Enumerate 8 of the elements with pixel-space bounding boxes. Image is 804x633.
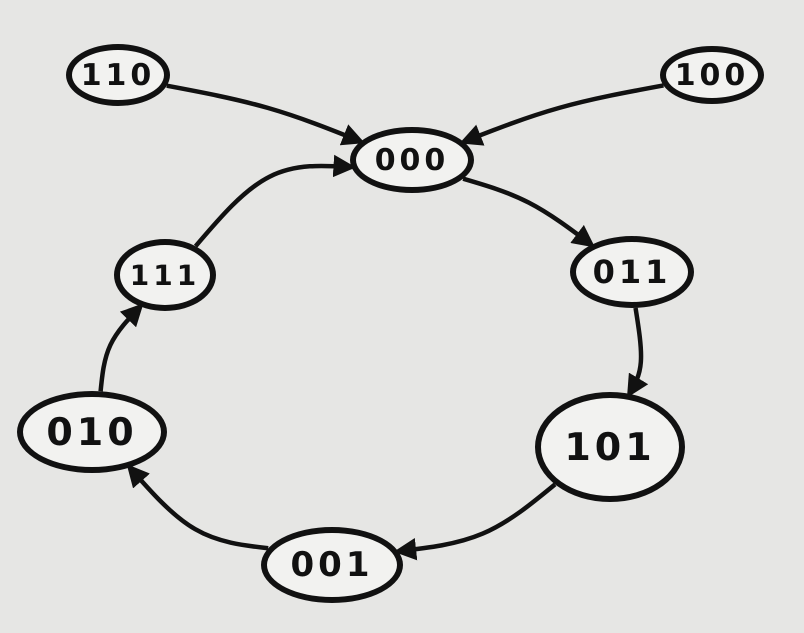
state-label: 000 [374,142,450,178]
state-label: 001 [290,545,374,585]
state-label: 111 [130,258,200,292]
state-label: 110 [80,58,156,92]
state-label: 100 [674,58,750,92]
state-label: 011 [592,253,672,291]
state-label: 101 [564,425,656,469]
state-label: 010 [46,410,138,454]
